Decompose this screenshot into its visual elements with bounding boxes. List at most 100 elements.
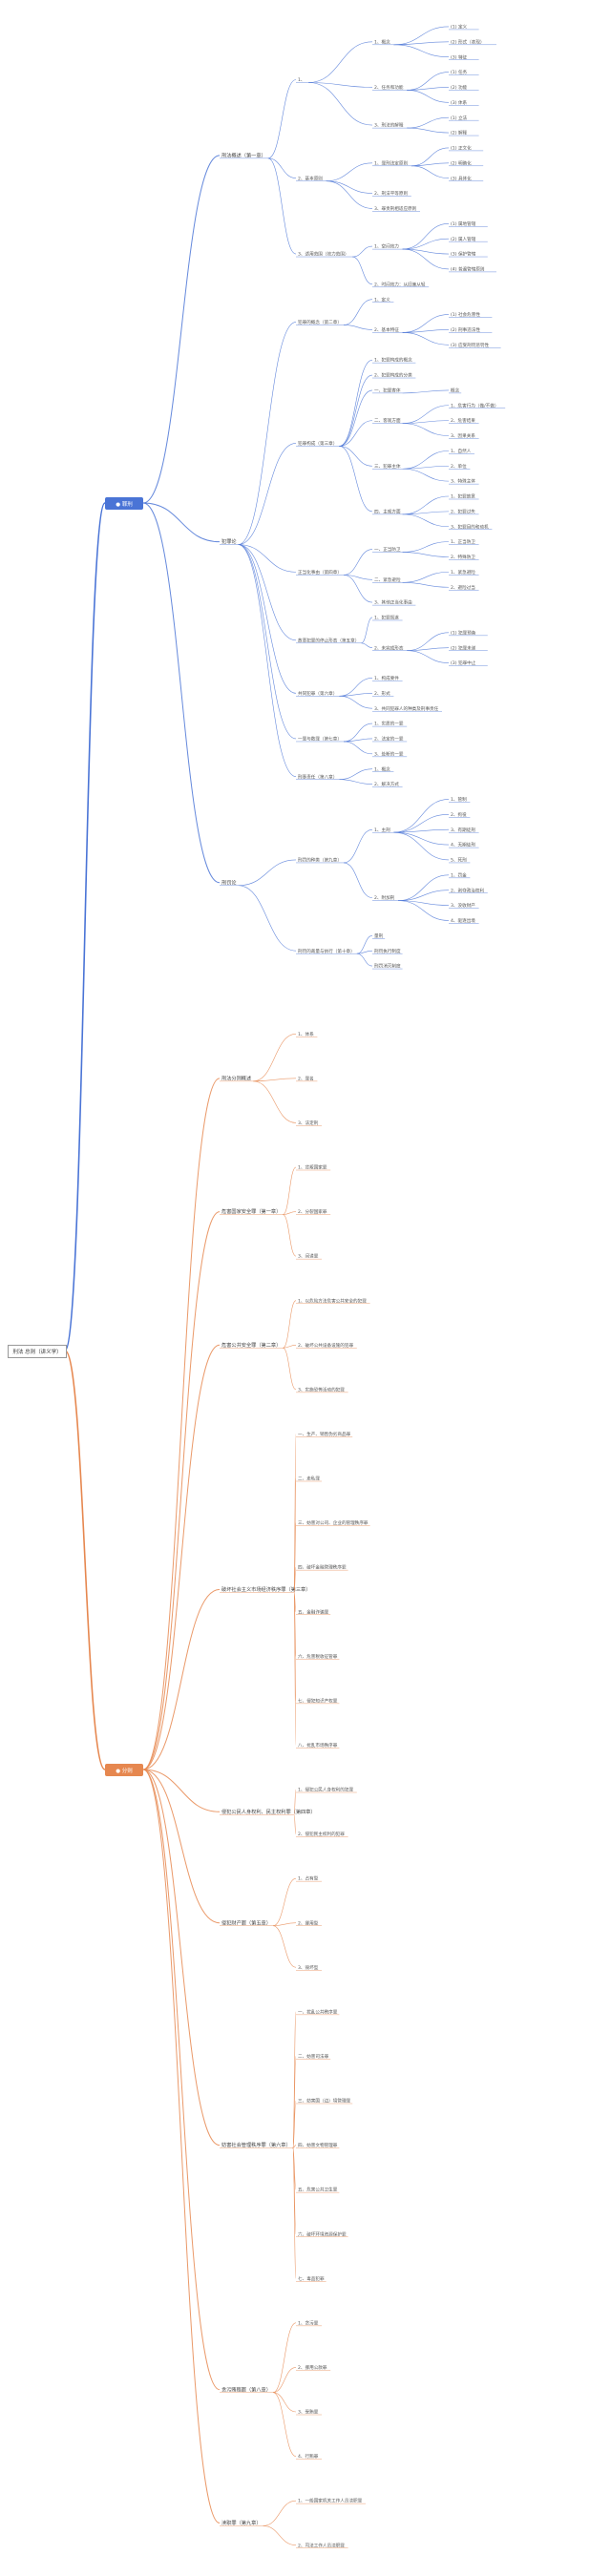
- branch-1-6-1-label[interactable]: 二、妨害司法罪: [298, 2053, 329, 2060]
- branch-0-1-label[interactable]: 犯罪论: [221, 537, 237, 545]
- branch-0-0-1-0-label[interactable]: 1、罪刑法定原则: [374, 159, 408, 166]
- branch-1-5-1-label[interactable]: 2、挪用型: [298, 1919, 319, 1926]
- branch-1-1-0-label[interactable]: 1、背叛国家罪: [298, 1164, 327, 1171]
- branch-0-1-1-1-label[interactable]: 2、犯罪构成的分类: [374, 372, 412, 379]
- branch-0-2-0-1-2-label[interactable]: 3、没收财产: [451, 902, 475, 909]
- branch-1-5-2-label[interactable]: 3、毁坏型: [298, 1964, 319, 1971]
- branch-0-1-2-1-label[interactable]: 二、紧急避险: [374, 576, 401, 583]
- main-branch-criminal-law-specific[interactable]: ● 分则: [105, 1764, 143, 1776]
- branch-0-1-2-label[interactable]: 正当化事由（第四章）: [298, 569, 342, 576]
- branch-0-0-0-label[interactable]: 1、: [298, 77, 306, 83]
- branch-0-1-2-0-0-label[interactable]: 1、正当防卫: [451, 538, 475, 545]
- branch-0-0-1-label[interactable]: 2、基本原则: [298, 175, 323, 181]
- branch-1-5-0-label[interactable]: 1、占有型: [298, 1875, 319, 1882]
- branch-1-4-1-label[interactable]: 2、侵犯民主权利的犯罪: [298, 1831, 345, 1837]
- branch-0-1-1-2-label[interactable]: 一、犯罪客体: [374, 387, 401, 393]
- branch-0-0-2-label[interactable]: 3、适用范围（效力范围）: [298, 251, 348, 258]
- branch-1-3-label[interactable]: 破坏社会主义市场经济秩序罪（第三章）: [221, 1585, 310, 1593]
- branch-1-7-3-label[interactable]: 4、行贿罪: [298, 2453, 319, 2460]
- branch-0-1-1-4-1-label[interactable]: 2、单位: [451, 463, 467, 470]
- branch-1-6-4-label[interactable]: 五、危害公共卫生罪: [298, 2187, 338, 2193]
- branch-0-2-0-0-label[interactable]: 1、主刑: [374, 827, 390, 833]
- branch-0-1-5-label[interactable]: 一罪与数罪（第七章）: [298, 736, 342, 743]
- branch-0-2-1-2-label[interactable]: 刑罚消灭制度: [374, 963, 401, 970]
- branch-0-0-0-0-label[interactable]: 1、概念: [374, 38, 390, 45]
- branch-0-2-1-label[interactable]: 刑罚的裁量与执行（第十章）: [298, 948, 355, 954]
- branch-1-6-6-label[interactable]: 七、毒品犯罪: [298, 2275, 325, 2282]
- branch-1-6-label[interactable]: 妨害社会管理秩序罪（第六章）: [221, 2141, 291, 2148]
- branch-0-0-0-0-2-label[interactable]: (3) 特征: [451, 53, 468, 60]
- branch-1-1-label[interactable]: 危害国家安全罪（第一章）: [221, 1207, 281, 1215]
- branch-0-1-1-5-2-label[interactable]: 3、犯罪目的和动机: [451, 523, 489, 530]
- branch-0-1-4-label[interactable]: 共同犯罪（第六章）: [298, 690, 337, 697]
- branch-0-0-0-0-0-label[interactable]: (1) 定义: [451, 24, 468, 31]
- branch-0-2-1-0-label[interactable]: 量刑: [374, 932, 384, 939]
- branch-1-7-2-label[interactable]: 3、受贿罪: [298, 2409, 319, 2416]
- branch-0-1-2-0-1-label[interactable]: 2、特殊防卫: [451, 554, 475, 560]
- branch-0-2-0-0-3-label[interactable]: 4、无期徒刑: [451, 842, 475, 848]
- branch-1-7-label[interactable]: 贪污贿赂罪（第八章）: [221, 2385, 271, 2393]
- branch-0-2-0-label[interactable]: 刑罚的种类（第九章）: [298, 857, 342, 864]
- branch-0-1-1-4-2-label[interactable]: 3、特殊主体: [451, 478, 475, 485]
- branch-0-0-1-0-2-label[interactable]: (3) 具体化: [451, 175, 472, 181]
- branch-0-0-0-2-0-label[interactable]: (1) 立法: [451, 115, 468, 121]
- branch-0-1-2-0-label[interactable]: 一、正当防卫: [374, 546, 401, 553]
- branch-0-1-3-label[interactable]: 故意犯罪的停止形态（第五章）: [298, 637, 359, 643]
- branch-1-1-1-label[interactable]: 2、分裂国家罪: [298, 1208, 327, 1215]
- branch-0-1-1-4-0-label[interactable]: 1、自然人: [451, 448, 472, 454]
- branch-1-0-label[interactable]: 刑法分则概述: [221, 1074, 251, 1081]
- branch-1-3-2-label[interactable]: 三、妨害对公司、企业的管理秩序罪: [298, 1519, 369, 1526]
- branch-1-8-1-label[interactable]: 2、司法工作人员渎职罪: [298, 2542, 345, 2548]
- branch-0-2-0-0-1-label[interactable]: 2、拘役: [451, 811, 467, 818]
- branch-0-0-1-2-label[interactable]: 3、罪责刑相适应原则: [374, 205, 417, 212]
- branch-0-1-5-0-label[interactable]: 1、实质的一罪: [374, 721, 404, 727]
- branch-0-0-0-1-label[interactable]: 2、任务和功能: [374, 84, 404, 91]
- branch-1-7-1-label[interactable]: 2、挪用公款罪: [298, 2364, 327, 2371]
- branch-1-4-0-label[interactable]: 1、侵犯公民人身权利的犯罪: [298, 1787, 353, 1793]
- branch-1-3-6-label[interactable]: 七、侵犯知识产权罪: [298, 1697, 338, 1704]
- branch-0-1-6-0-label[interactable]: 1、概念: [374, 765, 390, 772]
- branch-1-3-7-label[interactable]: 八、扰乱市场秩序罪: [298, 1742, 338, 1749]
- branch-0-0-1-0-1-label[interactable]: (2) 明确化: [451, 159, 472, 166]
- branch-0-0-2-0-1-label[interactable]: (2) 属人管辖: [451, 236, 476, 242]
- branch-0-2-0-0-4-label[interactable]: 5、死刑: [451, 857, 467, 864]
- branch-0-2-0-1-3-label[interactable]: 4、驱逐出境: [451, 917, 475, 924]
- branch-1-5-label[interactable]: 侵犯财产罪（第五章）: [221, 1918, 271, 1926]
- branch-0-1-1-5-1-label[interactable]: 2、犯罪过失: [451, 508, 475, 514]
- branch-1-2-0-label[interactable]: 1、以危险方法危害公共安全的犯罪: [298, 1297, 367, 1304]
- branch-0-1-1-label[interactable]: 犯罪构成（第三章）: [298, 440, 337, 447]
- branch-1-0-2-label[interactable]: 3、法定刑: [298, 1120, 319, 1126]
- branch-1-2-1-label[interactable]: 2、破坏公共设备设施的犯罪: [298, 1342, 353, 1349]
- branch-0-0-0-2-label[interactable]: 3、刑法的解释: [374, 122, 404, 129]
- branch-0-1-2-1-1-label[interactable]: 2、避险过当: [451, 584, 475, 591]
- branch-0-2-0-1-1-label[interactable]: 2、剥夺政治权利: [451, 887, 484, 893]
- branch-1-4-label[interactable]: 侵犯公民人身权利、民主权利罪（第四章）: [221, 1808, 316, 1815]
- branch-0-1-0-label[interactable]: 犯罪的概念（第二章）: [298, 319, 342, 325]
- branch-1-8-label[interactable]: 渎职罪（第九章）: [221, 2519, 262, 2526]
- branch-0-1-1-3-1-label[interactable]: 2、危害结果: [451, 417, 475, 424]
- branch-0-1-1-3-label[interactable]: 二、客观方面: [374, 417, 401, 424]
- branch-1-6-0-label[interactable]: 一、扰乱公共秩序罪: [298, 2008, 338, 2015]
- branch-1-2-2-label[interactable]: 3、实施恐怖活动的犯罪: [298, 1386, 345, 1393]
- main-branch-criminal-law-general[interactable]: ● 罪刑: [105, 497, 143, 510]
- branch-0-0-2-1-label[interactable]: 2、时间效力：从旧兼从轻: [374, 281, 426, 287]
- branch-0-1-4-1-label[interactable]: 2、形式: [374, 690, 390, 697]
- root-node[interactable]: 刑法 总则（讲义学）: [8, 1345, 67, 1358]
- branch-0-1-1-3-2-label[interactable]: 3、因果关系: [451, 432, 475, 439]
- branch-0-1-1-4-label[interactable]: 三、犯罪主体: [374, 463, 401, 470]
- branch-0-2-0-1-0-label[interactable]: 1、罚金: [451, 871, 467, 878]
- branch-0-1-0-0-label[interactable]: 1、定义: [374, 296, 390, 303]
- branch-0-0-1-0-0-label[interactable]: (1) 正文化: [451, 145, 472, 152]
- branch-0-1-1-5-0-label[interactable]: 1、犯罪故意: [451, 493, 475, 500]
- branch-0-1-6-1-label[interactable]: 2、解决方式: [374, 781, 399, 787]
- branch-0-1-0-1-label[interactable]: 2、基本特征: [374, 326, 399, 333]
- branch-0-0-2-0-3-label[interactable]: (4) 普遍管辖原则: [451, 266, 485, 273]
- branch-1-0-0-label[interactable]: 1、体系: [298, 1031, 314, 1037]
- branch-0-2-0-1-label[interactable]: 2、附加刑: [374, 894, 395, 901]
- branch-0-1-5-1-label[interactable]: 2、法定的一罪: [374, 736, 404, 743]
- branch-0-0-2-0-label[interactable]: 1、空间效力: [374, 243, 399, 250]
- branch-0-1-0-1-0-label[interactable]: (1) 社会危害性: [451, 311, 480, 318]
- branch-0-0-0-0-1-label[interactable]: (2) 形式（表现）: [451, 38, 485, 45]
- branch-1-8-0-label[interactable]: 1、一般国家机关工作人员渎职罪: [298, 2498, 363, 2504]
- branch-0-1-5-2-label[interactable]: 3、处断的一罪: [374, 750, 404, 757]
